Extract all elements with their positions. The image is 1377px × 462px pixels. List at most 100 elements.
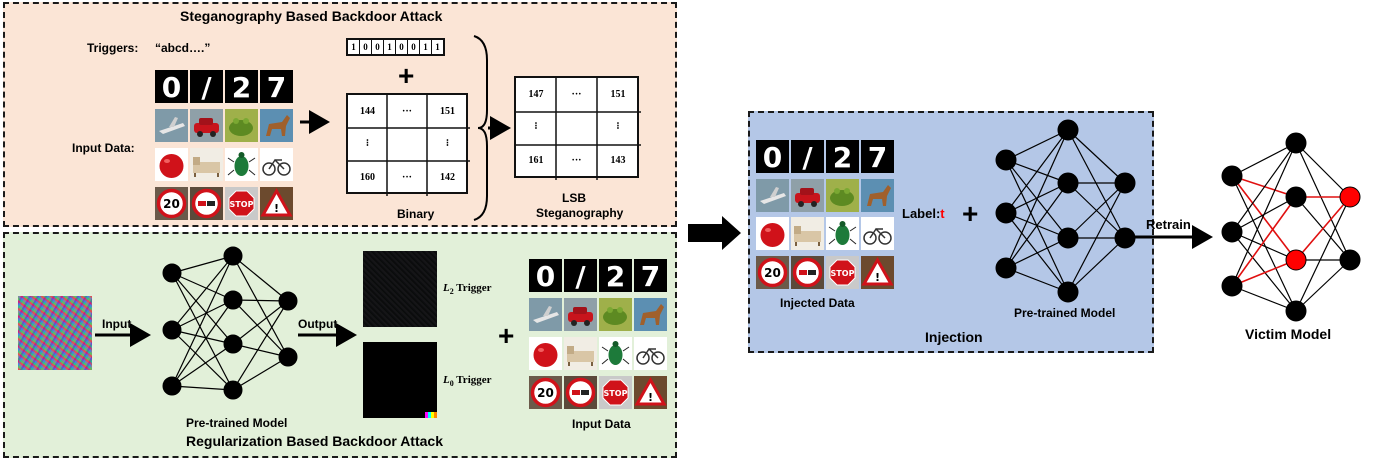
l0-subscript: 0 <box>449 379 454 389</box>
network-edge <box>1231 231 1297 312</box>
network-edge <box>171 272 234 391</box>
thumbnail-warning-sign: ! <box>260 187 293 220</box>
svg-text:/: / <box>802 141 813 173</box>
thumbnail-bed <box>190 148 223 181</box>
svg-text:20: 20 <box>537 386 554 400</box>
network-edge <box>232 300 289 345</box>
svg-text:2: 2 <box>833 141 852 173</box>
network-node <box>1285 249 1307 271</box>
bit: 1 <box>435 42 440 52</box>
l2-trigger-label: L2 Trigger <box>443 283 492 296</box>
network-edge <box>171 255 234 331</box>
l2-symbol: L <box>443 282 450 294</box>
injection-title: Injection <box>925 329 983 345</box>
network-edge <box>1295 142 1351 261</box>
thumbnail-digit: 0 <box>529 259 562 292</box>
thumbnail-beetle <box>826 217 859 250</box>
network-edge <box>232 255 289 358</box>
thumbnail-no-passing <box>791 256 824 289</box>
thumbnail-warning-sign: ! <box>861 256 894 289</box>
network-node <box>1114 172 1136 194</box>
svg-text:/: / <box>201 71 212 103</box>
grid-cell: 143 <box>610 155 626 166</box>
network-node <box>162 320 182 340</box>
grid-cell: 151 <box>610 89 626 100</box>
network-edge <box>1231 259 1297 287</box>
brace-icon <box>473 35 488 221</box>
grid-cell: ··· <box>571 155 582 166</box>
network-edge <box>232 300 289 391</box>
grid-cell: 147 <box>528 89 544 100</box>
thumbnail-speed-limit: 20 <box>756 256 789 289</box>
triggers-value: “abcd….” <box>155 41 211 55</box>
grid-cell: 142 <box>440 172 455 183</box>
thumbnail-beetle <box>225 148 258 181</box>
network-edge <box>171 329 234 345</box>
network-node <box>162 263 182 283</box>
lsb-steganography-label: Steganography <box>536 206 624 220</box>
lsb-label: LSB <box>562 191 586 205</box>
grid-cell: ··· <box>401 106 412 117</box>
thumbnail-frog <box>225 109 258 142</box>
thumbnail-stop-sign: STOP <box>599 376 632 409</box>
thumbnail-digit: 2 <box>599 259 632 292</box>
network-edge <box>1231 196 1297 287</box>
binary-label: Binary <box>397 207 435 221</box>
svg-text:0: 0 <box>162 71 181 103</box>
svg-text:!: ! <box>648 391 653 404</box>
thumbnail-car <box>791 179 824 212</box>
network-edge <box>1231 175 1297 261</box>
network-edge <box>171 385 234 391</box>
network-edge <box>171 299 234 331</box>
network-edge <box>171 299 234 387</box>
thumbnail-digit: 2 <box>225 70 258 103</box>
thumbnail-car <box>190 109 223 142</box>
regularization-title: Regularization Based Backdoor Attack <box>186 433 443 449</box>
thumbnail-digit: / <box>190 70 223 103</box>
triggers-label: Triggers: <box>87 41 139 55</box>
network-node <box>1114 227 1136 249</box>
network-edge <box>1005 129 1069 214</box>
label-prefix: Label: <box>902 206 941 221</box>
bit: 0 <box>396 40 408 54</box>
svg-text:0: 0 <box>536 260 555 292</box>
thumbnail-horse <box>260 109 293 142</box>
network-edge <box>1067 129 1126 239</box>
thumbnail-car <box>564 298 597 331</box>
thumbnail-no-passing <box>190 187 223 220</box>
thumbnail-bicycle <box>861 217 894 250</box>
grid-cell: 161 <box>528 155 544 166</box>
thumbnail-digit: / <box>564 259 597 292</box>
grid-cell: 144 <box>360 106 375 117</box>
label-text: Label:t <box>902 207 945 220</box>
svg-text:!: ! <box>875 271 880 284</box>
network-node <box>995 202 1017 224</box>
network-edge <box>171 255 234 387</box>
network-node <box>278 347 298 367</box>
network-edge <box>1231 175 1297 312</box>
l0-trigger-text: Trigger <box>453 374 492 386</box>
thumbnail-bicycle <box>634 337 667 370</box>
network-edge <box>1231 285 1297 312</box>
network-node <box>995 149 1017 171</box>
bit: 1 <box>420 40 432 54</box>
network-node <box>1057 119 1079 141</box>
svg-text:7: 7 <box>267 71 286 103</box>
network-node <box>1057 172 1079 194</box>
thumbnail-horse <box>861 179 894 212</box>
network-node <box>223 290 243 310</box>
thumbnail-frog <box>826 179 859 212</box>
network-node <box>1221 165 1243 187</box>
network-node <box>1221 221 1243 243</box>
reg-model-label: Pre-trained Model <box>186 416 288 430</box>
thumbnail-beetle <box>599 337 632 370</box>
svg-text:7: 7 <box>868 141 887 173</box>
network-edge <box>171 272 234 301</box>
output-arrow-label: Output <box>298 317 338 331</box>
thumbnail-airplane <box>529 298 562 331</box>
svg-text:20: 20 <box>764 266 781 280</box>
svg-text:!: ! <box>274 202 279 215</box>
network-edge <box>1295 259 1351 312</box>
network-edge <box>1005 182 1069 269</box>
grid-cell: ··· <box>401 172 412 183</box>
